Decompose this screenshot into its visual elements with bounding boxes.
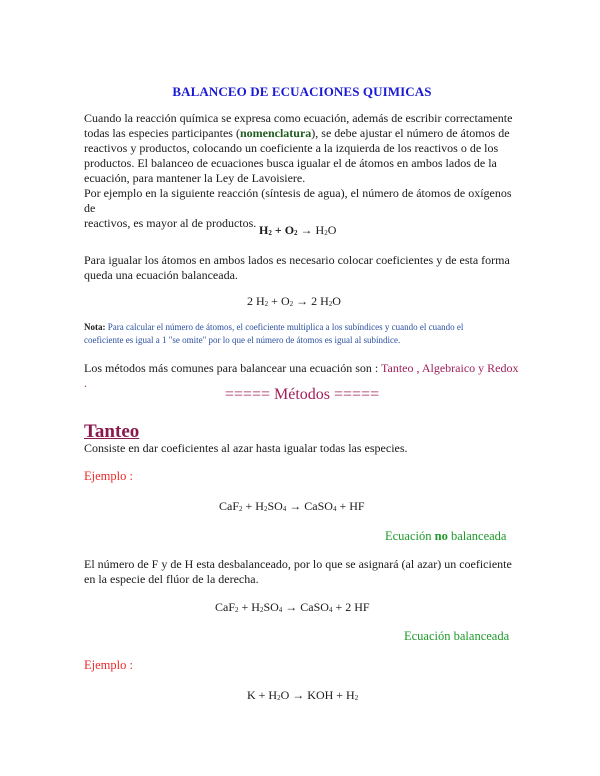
- intro-line: Cuando la reacción química se expresa co…: [84, 111, 513, 125]
- tanteo-description: Consiste en dar coeficientes al azar has…: [84, 441, 408, 455]
- equation-potassium: K + H2O → KOH + H2: [247, 688, 359, 702]
- intro-paragraph: Cuando la reacción química se expresa co…: [84, 111, 524, 231]
- equation-water-balanced: 2 H2 + O2 → 2 H2O: [247, 294, 341, 308]
- methods-summary: Los métodos más comunes para balancear u…: [84, 361, 519, 390]
- intro-line: todas las especies participantes (nomenc…: [84, 126, 510, 140]
- nota-text: Para calcular el número de átomos, el co…: [105, 322, 464, 332]
- intro-line: ecuación, para mantener la Ley de Lavois…: [84, 171, 306, 185]
- nota-label: Nota:: [84, 322, 106, 332]
- intro-line: reactivos y productos, colocando un coef…: [84, 141, 499, 155]
- example-label: Ejemplo :: [84, 469, 133, 483]
- intro-line: Por ejemplo en la siguiente reacción (sí…: [84, 186, 512, 215]
- equation-caf2-unbalanced: CaF2 + H2SO4 → CaSO4 + HF: [219, 499, 365, 513]
- nota-box: Nota: Para calcular el número de átomos,…: [84, 321, 524, 347]
- status-not-balanced: Ecuación no balanceada: [385, 529, 507, 543]
- explain-paragraph: El número de F y de H esta desbalanceado…: [84, 557, 512, 586]
- para-line: Para igualar los átomos en ambos lados e…: [84, 253, 510, 267]
- nota-text: coeficiente es igual a 1 "se omite" por …: [84, 335, 401, 345]
- algebraico-redox-link[interactable]: Algebraico y Redox: [421, 361, 519, 375]
- example-label-2: Ejemplo :: [84, 658, 133, 672]
- status-balanced: Ecuación balanceada: [404, 629, 510, 643]
- para-line: queda una ecuación balanceada.: [84, 268, 238, 282]
- nomenclatura-link[interactable]: nomenclatura: [239, 126, 312, 140]
- intro-line: reactivos, es mayor al de productos.: [84, 216, 257, 230]
- para-coeficientes: Para igualar los átomos en ambos lados e…: [84, 253, 524, 283]
- tanteo-link[interactable]: Tanteo: [381, 361, 414, 375]
- methods-heading: ===== Métodos =====: [224, 386, 380, 403]
- tanteo-heading: Tanteo: [84, 421, 140, 442]
- equation-caf2-balanced: CaF2 + H2SO4 → CaSO4 + 2 HF: [215, 600, 370, 614]
- intro-line: productos. El balanceo de ecuaciones bus…: [84, 156, 497, 170]
- equation-water-unbalanced: H2 + O2 → H2O: [259, 223, 337, 237]
- page-title: BALANCEO DE ECUACIONES QUIMICAS: [172, 84, 432, 99]
